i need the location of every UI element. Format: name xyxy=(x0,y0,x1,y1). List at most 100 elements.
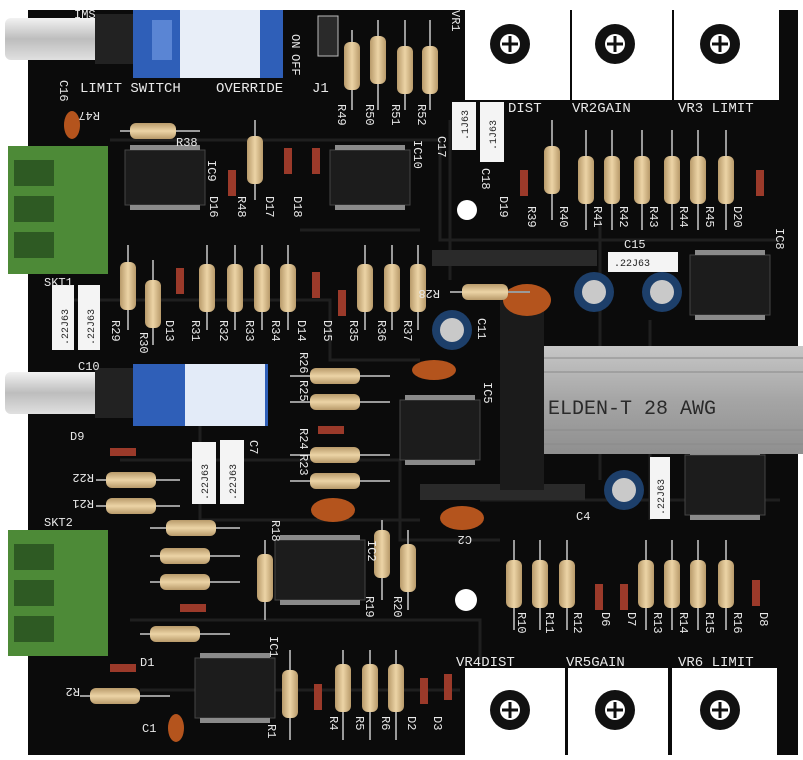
svg-text:R35: R35 xyxy=(346,320,360,342)
svg-text:R22: R22 xyxy=(72,470,94,484)
svg-text:.22J63: .22J63 xyxy=(614,259,650,270)
svg-text:D7: D7 xyxy=(624,612,638,626)
svg-text:R12: R12 xyxy=(570,612,584,634)
svg-text:LIMIT SWITCH: LIMIT SWITCH xyxy=(80,81,181,97)
svg-text:D16: D16 xyxy=(206,196,220,218)
svg-text:R32: R32 xyxy=(216,320,230,342)
svg-text:.22J63: .22J63 xyxy=(61,309,72,345)
svg-text:R40: R40 xyxy=(556,206,570,228)
svg-text:R31: R31 xyxy=(188,320,202,342)
svg-text:R16: R16 xyxy=(730,612,744,634)
svg-text:DIST: DIST xyxy=(508,101,542,117)
svg-text:IC9: IC9 xyxy=(204,160,218,182)
trimmer-pots-bottom xyxy=(465,668,777,756)
electrolytic-caps xyxy=(432,272,682,510)
svg-text:R11: R11 xyxy=(542,612,556,634)
svg-text:R4: R4 xyxy=(326,716,340,730)
svg-text:OFF: OFF xyxy=(288,54,302,76)
trimmer-pots-top xyxy=(465,10,779,100)
svg-text:IC10: IC10 xyxy=(410,140,424,169)
svg-text:R38: R38 xyxy=(176,136,198,150)
svg-text:VR4DIST: VR4DIST xyxy=(456,655,515,671)
svg-text:R20: R20 xyxy=(390,596,404,618)
svg-text:D8: D8 xyxy=(756,612,770,626)
svg-text:R36: R36 xyxy=(374,320,388,342)
svg-text:C10: C10 xyxy=(78,360,100,374)
svg-text:.1J63: .1J63 xyxy=(489,120,500,150)
svg-text:D6: D6 xyxy=(598,612,612,626)
svg-text:R42: R42 xyxy=(616,206,630,228)
svg-text:R19: R19 xyxy=(362,596,376,618)
svg-text:D3: D3 xyxy=(430,716,444,730)
svg-text:IMS: IMS xyxy=(74,8,96,22)
ribbon-cable xyxy=(540,346,803,454)
svg-text:R52: R52 xyxy=(414,104,428,126)
svg-text:R2: R2 xyxy=(66,684,80,698)
svg-text:C4: C4 xyxy=(576,510,590,524)
diodes xyxy=(110,148,764,710)
svg-text:R25: R25 xyxy=(296,380,310,402)
svg-text:.22J63: .22J63 xyxy=(87,309,98,345)
svg-text:D1: D1 xyxy=(140,656,154,670)
svg-text:R39: R39 xyxy=(524,206,538,228)
svg-text:C2: C2 xyxy=(458,532,472,546)
svg-text:.22J63: .22J63 xyxy=(229,464,240,500)
svg-text:IC2: IC2 xyxy=(364,540,378,562)
resistors xyxy=(120,20,734,740)
svg-text:R47: R47 xyxy=(78,108,100,122)
svg-text:VR5GAIN: VR5GAIN xyxy=(566,655,625,671)
ceramic-caps xyxy=(64,111,551,742)
svg-text:R44: R44 xyxy=(676,206,690,228)
svg-text:R5: R5 xyxy=(352,716,366,730)
svg-text:R51: R51 xyxy=(388,104,402,126)
svg-text:R45: R45 xyxy=(702,206,716,228)
svg-text:D20: D20 xyxy=(730,206,744,228)
svg-text:R14: R14 xyxy=(676,612,690,634)
svg-text:VR3 LIMIT: VR3 LIMIT xyxy=(678,101,754,117)
box-cap-labels: .1J63 .1J63 .22J63 .22J63 .22J63 .22J63 … xyxy=(61,110,668,515)
svg-text:C7: C7 xyxy=(246,440,260,454)
svg-text:VR1: VR1 xyxy=(448,10,462,32)
svg-text:R18: R18 xyxy=(268,520,282,542)
svg-text:R1: R1 xyxy=(264,724,278,738)
svg-text:R10: R10 xyxy=(514,612,528,634)
svg-text:R50: R50 xyxy=(362,104,376,126)
svg-text:R6: R6 xyxy=(378,716,392,730)
svg-text:D19: D19 xyxy=(496,196,510,218)
svg-text:VR2GAIN: VR2GAIN xyxy=(572,101,631,117)
svg-text:D9: D9 xyxy=(70,430,84,444)
svg-text:R15: R15 xyxy=(702,612,716,634)
jack-socket-top xyxy=(5,18,105,60)
svg-text:J1: J1 xyxy=(312,81,329,97)
svg-text:.22J63: .22J63 xyxy=(657,479,668,515)
jumper-j1 xyxy=(317,15,339,57)
svg-text:R37: R37 xyxy=(400,320,414,342)
svg-text:R28: R28 xyxy=(418,286,440,300)
svg-text:D2: D2 xyxy=(404,716,418,730)
svg-text:SKT2: SKT2 xyxy=(44,516,73,530)
ic-chips xyxy=(124,149,771,719)
svg-text:D17: D17 xyxy=(262,196,276,218)
svg-text:C16: C16 xyxy=(56,80,70,102)
svg-text:.1J63: .1J63 xyxy=(461,110,472,140)
svg-text:R33: R33 xyxy=(242,320,256,342)
svg-text:IC5: IC5 xyxy=(480,382,494,404)
ribbon-header-top xyxy=(432,250,597,266)
svg-text:D14: D14 xyxy=(294,320,308,342)
svg-text:R24: R24 xyxy=(296,428,310,450)
svg-text:C15: C15 xyxy=(624,238,646,252)
svg-text:R21: R21 xyxy=(72,496,94,510)
svg-text:R48: R48 xyxy=(234,196,248,218)
silkscreen-refdes: IC9 IC10 IC8 IC5 IC2 IC1 C16 C17 C18 C15… xyxy=(56,80,786,738)
svg-text:R43: R43 xyxy=(646,206,660,228)
svg-text:.22J63: .22J63 xyxy=(201,464,212,500)
svg-text:R30: R30 xyxy=(136,332,150,354)
svg-text:C11: C11 xyxy=(474,318,488,340)
svg-text:IC8: IC8 xyxy=(772,228,786,250)
svg-text:R26: R26 xyxy=(296,352,310,374)
svg-text:R23: R23 xyxy=(296,454,310,476)
svg-text:C17: C17 xyxy=(434,136,448,158)
svg-text:R49: R49 xyxy=(334,104,348,126)
svg-text:ON: ON xyxy=(288,34,302,48)
